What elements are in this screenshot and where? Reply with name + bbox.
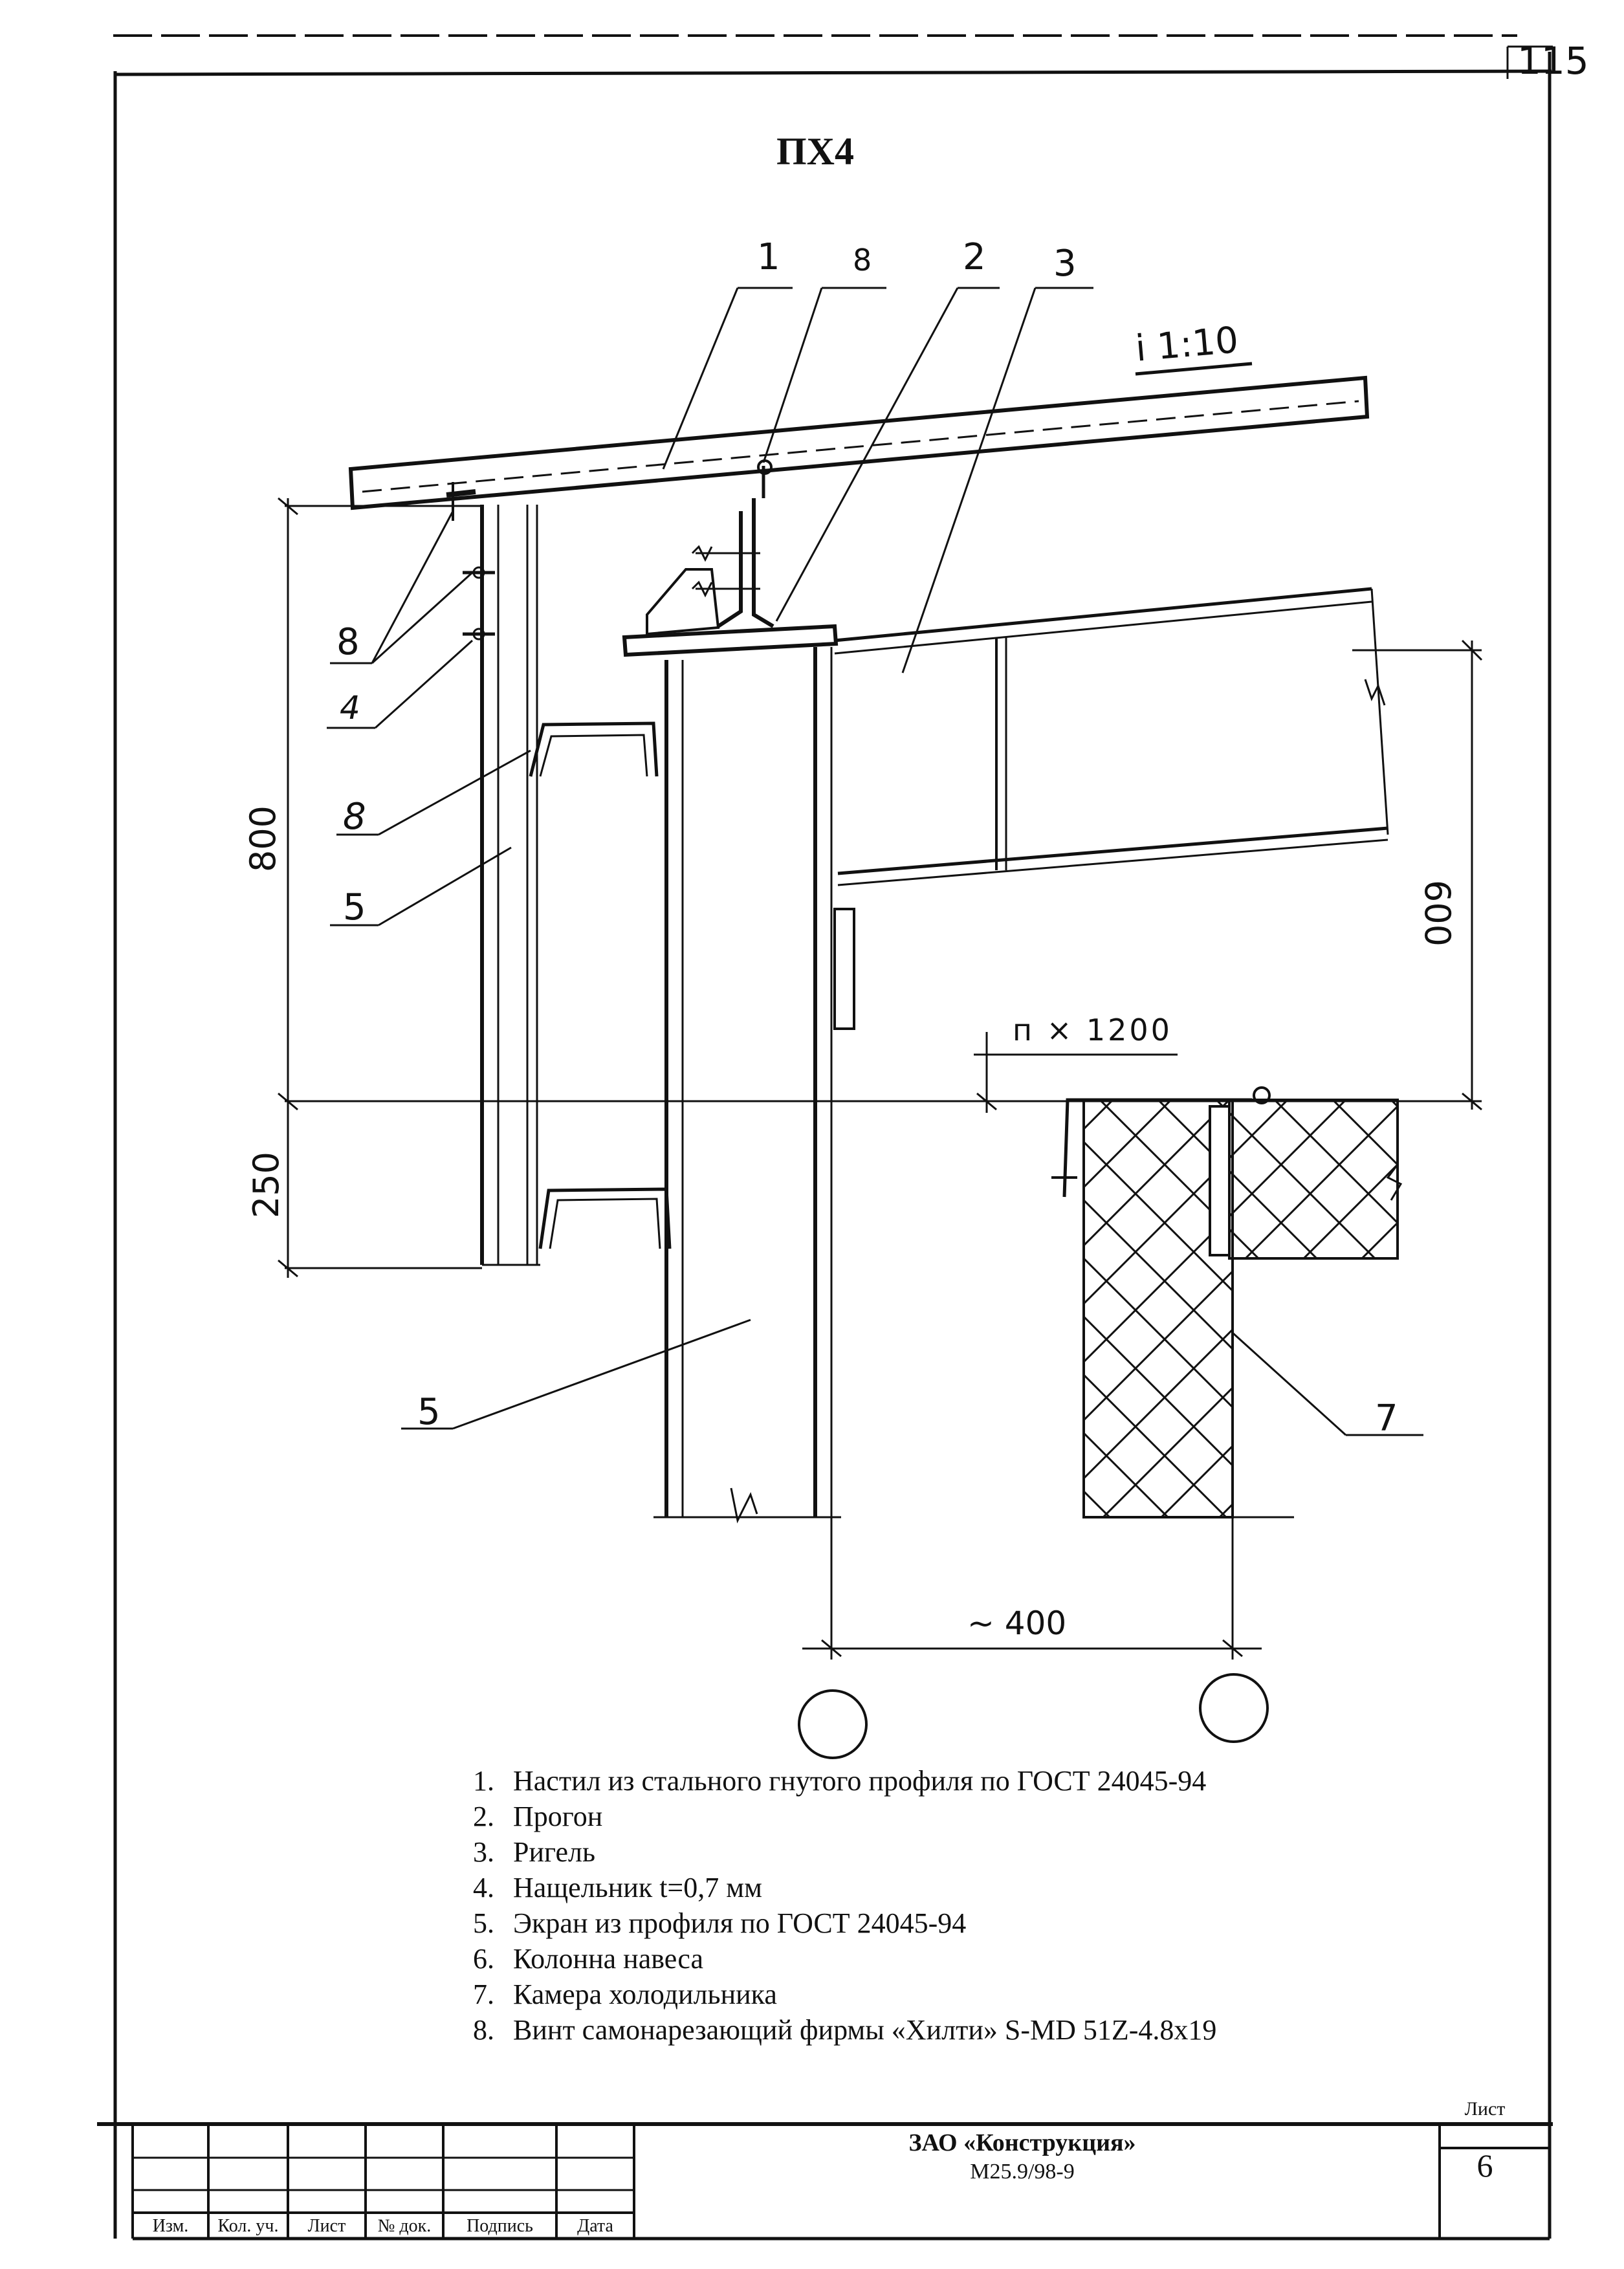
legend-item: Прогон	[501, 1799, 1216, 1834]
callout-7: 7	[1375, 1398, 1398, 1440]
callout-1: 1	[757, 236, 780, 278]
screen-profile	[446, 482, 672, 1266]
sheet-label: Лист	[1464, 2098, 1506, 2120]
legend-item: Ригель	[501, 1834, 1216, 1870]
callout-5-screen: 5	[343, 886, 366, 928]
organization-name: ЗАО «Конструкция»	[908, 2129, 1136, 2156]
girder	[834, 587, 1389, 886]
dimension-n-x-1200: п × 1200	[1013, 1013, 1172, 1047]
legend-item: Нащельник t=0,7 мм	[501, 1870, 1216, 1905]
sheet-corner-number: 115	[1517, 39, 1589, 83]
callout-3: 3	[1053, 243, 1077, 285]
dimension-400: ~ 400	[967, 1605, 1067, 1642]
roof-deck	[348, 362, 1370, 510]
canopy-column	[653, 647, 855, 1524]
legend-item: Камера холодильника	[501, 1977, 1216, 2012]
title-block-header-doc-no: № док.	[377, 2216, 432, 2236]
legend: Настил из стального гнутого профиля по Г…	[463, 1763, 1216, 2048]
title-block-header-date: Дата	[577, 2216, 613, 2236]
callout-8-top: 8	[853, 243, 872, 278]
dimension-lines	[278, 497, 1483, 1759]
legend-item: Колонна навеса	[501, 1941, 1216, 1977]
legend-item: Винт самонарезающий фирмы «Хилти» S-MD 5…	[501, 2012, 1216, 2048]
title-block-header-change: Изм.	[152, 2216, 189, 2236]
drawing-title: ПХ4	[776, 130, 854, 173]
title-block-header-count: Кол. уч.	[217, 2216, 279, 2236]
callout-5-column: 5	[417, 1391, 441, 1433]
legend-item: Экран из профиля по ГОСТ 24045-94	[501, 1905, 1216, 1941]
title-block-header-signature: Подпись	[466, 2216, 533, 2236]
callout-4: 4	[340, 689, 360, 727]
refrigerator-chamber	[1051, 1086, 1403, 1518]
title-block-header-sheet: Лист	[307, 2216, 346, 2236]
document-code: М25.9/98-9	[970, 2160, 1075, 2184]
callout-8-middle: 8	[343, 796, 366, 838]
leader-lines	[327, 287, 1423, 1436]
purlin	[622, 459, 839, 657]
legend-item: Настил из стального гнутого профиля по Г…	[501, 1763, 1216, 1799]
callout-8-left: 8	[336, 621, 360, 663]
sheet-number: 6	[1476, 2147, 1493, 2184]
sheet-frame	[113, 34, 1553, 2239]
callout-2: 2	[963, 236, 986, 278]
